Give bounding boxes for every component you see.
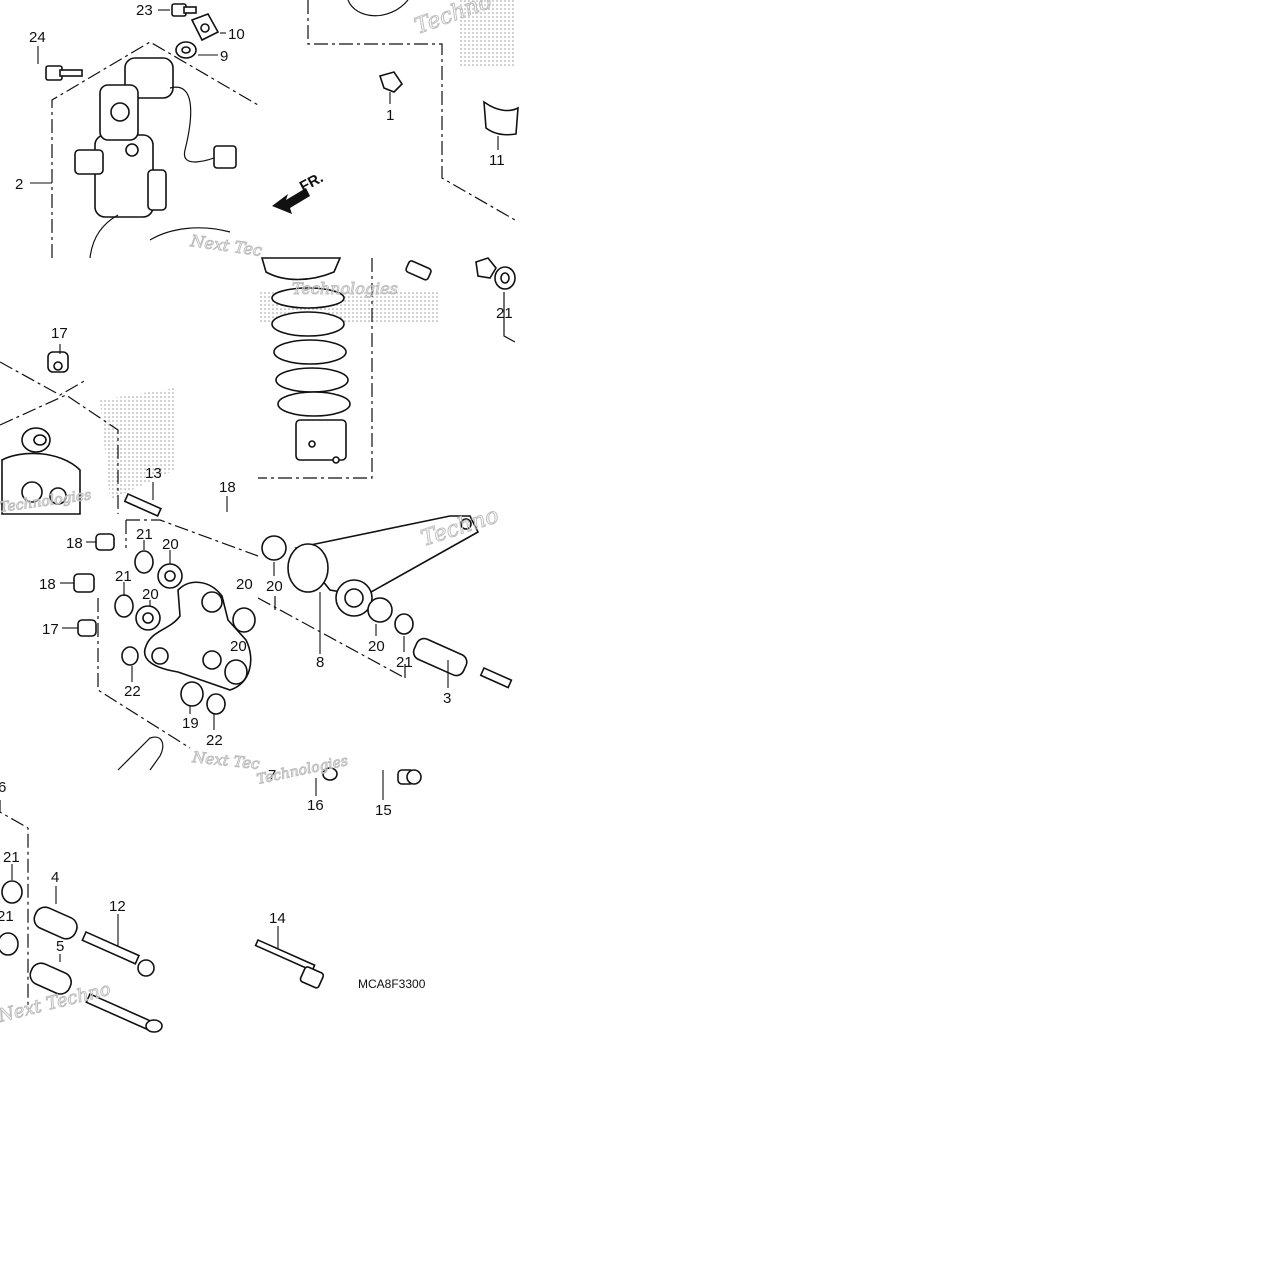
callout-10: 10 (228, 26, 245, 43)
nut-21-lower (0, 880, 23, 956)
front-direction-arrow: FR. (272, 169, 326, 214)
watermark-text: Technologies (256, 753, 350, 788)
bolt-14 (254, 938, 325, 989)
callout-3: 3 (443, 690, 451, 707)
callout-18: 18 (39, 576, 56, 593)
callout-6: 6 (0, 779, 6, 796)
callout-22: 22 (124, 683, 141, 700)
callout-12: 12 (109, 898, 126, 915)
callout-18: 18 (66, 535, 83, 552)
suspension-link-body (143, 581, 252, 691)
bolt-top (405, 260, 432, 281)
tile-bolts-collars: 6 21 4 12 21 5 Next Techno (0, 779, 163, 1033)
tile-middle-center: Technologies 21 (258, 257, 516, 479)
preload-adjuster-assembly (74, 57, 237, 259)
bearing-20 (114, 550, 256, 715)
callout-1: 1 (386, 107, 394, 124)
callout-16: 16 (307, 797, 324, 814)
callout-2: 2 (15, 176, 23, 193)
tile-long-bolt: 14 MCA8F3300 (254, 910, 426, 991)
washer-9 (175, 41, 197, 59)
shock-top-eye (1, 427, 81, 515)
collar-4 (33, 906, 78, 940)
tile-connecting-rod: 20 8 20 21 3 Techno (257, 503, 513, 707)
watermark-text: Next Tec (191, 748, 261, 773)
watermark-text: Next Tec (188, 231, 263, 260)
nut-17 (47, 351, 69, 373)
callout-21: 21 (136, 526, 153, 543)
nut-21-top (475, 257, 516, 290)
callout-24: 24 (29, 29, 46, 46)
callout-20: 20 (142, 586, 159, 603)
nut-16 (322, 767, 338, 781)
nut-15 (397, 769, 422, 785)
callout-13: 13 (145, 465, 162, 482)
bolt-lower (85, 992, 163, 1033)
callout-19: 19 (182, 715, 199, 732)
callout-20: 20 (162, 536, 179, 553)
callout-20: 20 (266, 578, 283, 595)
shock-absorber (260, 257, 351, 464)
callout-21: 21 (496, 305, 513, 322)
callout-21: 21 (396, 654, 413, 671)
bolt-23 (171, 3, 197, 17)
tile-top-middle: 1 11 FR. Techno (272, 0, 519, 221)
callout-20: 20 (230, 638, 247, 655)
callout-17: 17 (42, 621, 59, 638)
callout-9: 9 (220, 48, 228, 65)
callout-14: 14 (269, 910, 286, 927)
band-11 (483, 100, 519, 136)
callout-21: 21 (3, 849, 20, 866)
bolt-12 (81, 930, 155, 977)
collar-3 (412, 637, 513, 689)
connecting-rod-8 (287, 515, 480, 617)
clip-1 (378, 71, 404, 93)
stud-13 (123, 492, 162, 518)
tile-link-assembly: 18 21 20 18 21 20 20 17 20 22 19 22 Next… (39, 519, 262, 774)
tile-top-left: 23 10 9 24 2 Next Tec (15, 2, 264, 260)
bolt-24 (45, 65, 83, 81)
collar-5 (29, 962, 72, 995)
callout-7: 7 (268, 767, 276, 784)
callout-5: 5 (56, 938, 64, 955)
callout-21: 21 (115, 568, 132, 585)
callout-8: 8 (316, 654, 324, 671)
nuts-17-18 (73, 533, 115, 637)
callout-17: 17 (51, 325, 68, 342)
watermark-text: Technologies (292, 279, 398, 298)
callout-20: 20 (236, 576, 253, 593)
callout-15: 15 (375, 802, 392, 819)
callout-4: 4 (51, 869, 59, 886)
tile-small-nuts: 7 16 15 Technologies (255, 752, 422, 819)
callout-11: 11 (489, 152, 505, 169)
watermark-text: Techno (418, 503, 502, 551)
bearing-20 (261, 535, 414, 635)
bracket-10 (190, 13, 220, 42)
drawing-code: MCA8F3300 (358, 977, 426, 991)
tile-middle-left: 17 13 18 Technologies (0, 325, 236, 518)
callout-21: 21 (0, 908, 14, 925)
callout-22: 22 (206, 732, 223, 749)
callout-20: 20 (368, 638, 385, 655)
callout-23: 23 (136, 2, 153, 19)
callout-18: 18 (219, 479, 236, 496)
